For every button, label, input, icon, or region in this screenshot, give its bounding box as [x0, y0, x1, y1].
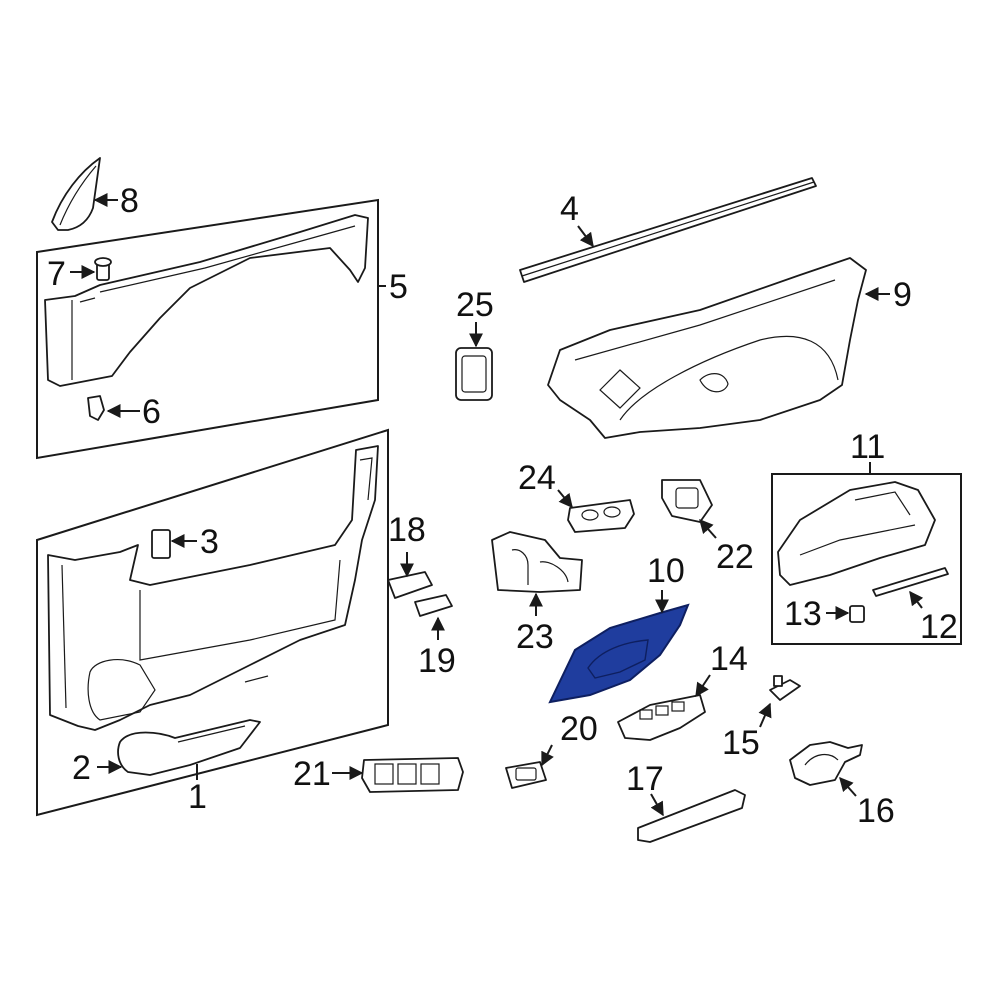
upper-trim-group-box [36, 198, 379, 460]
part-15-bracket[interactable] [769, 675, 801, 701]
part-5-upper-trim-panel[interactable] [44, 214, 369, 387]
part-4-belt-molding[interactable] [519, 177, 817, 283]
callout-15[interactable]: 15 [722, 724, 760, 762]
leader-lines [70, 193, 924, 817]
part-2-armrest[interactable] [117, 719, 261, 776]
callout-22[interactable]: 22 [716, 538, 754, 576]
callout-11[interactable]: 11 [850, 428, 885, 466]
part-11-handle-housing[interactable] [777, 481, 936, 586]
callout-1[interactable]: 1 [188, 778, 207, 816]
part-13-clip[interactable] [849, 605, 865, 623]
callout-20[interactable]: 20 [560, 710, 598, 748]
callout-4[interactable]: 4 [560, 190, 579, 228]
part-7-clip[interactable] [94, 257, 112, 281]
callout-16[interactable]: 16 [857, 792, 895, 830]
part-18-switch[interactable] [387, 571, 433, 599]
callout-25[interactable]: 25 [456, 286, 494, 324]
part-12-trim-strip[interactable] [872, 567, 949, 597]
door-panel-group-box [36, 428, 389, 817]
callout-10[interactable]: 10 [647, 552, 685, 590]
part-14-switch-panel[interactable] [617, 694, 706, 741]
handle-housing-group-box [771, 473, 962, 645]
callout-labels: 8 7 5 6 3 2 1 4 9 25 11 12 13 24 22 23 1… [47, 182, 958, 830]
part-9-door-carrier[interactable] [547, 257, 867, 439]
callout-6[interactable]: 6 [142, 393, 161, 431]
part-16-inner-handle[interactable] [789, 741, 863, 786]
part-10-trim-panel-highlighted[interactable] [548, 603, 690, 704]
part-8-corner-cover[interactable] [51, 157, 101, 231]
callout-19[interactable]: 19 [418, 642, 456, 680]
part-23-seat-switch[interactable] [491, 531, 583, 593]
part-6-bracket[interactable] [87, 395, 105, 421]
callout-24[interactable]: 24 [518, 459, 556, 497]
callout-3[interactable]: 3 [200, 523, 219, 561]
part-24-switch-bezel[interactable] [567, 499, 635, 533]
part-25-switch[interactable] [455, 347, 493, 401]
callout-9[interactable]: 9 [893, 276, 912, 314]
part-17-trim-strip[interactable] [637, 789, 746, 843]
callout-12[interactable]: 12 [920, 608, 958, 646]
callout-14[interactable]: 14 [710, 640, 748, 678]
callout-18[interactable]: 18 [388, 511, 426, 549]
part-22-switch[interactable] [661, 479, 713, 523]
part-1-door-trim-panel[interactable] [47, 445, 379, 731]
part-21-window-switch-panel[interactable] [361, 757, 464, 793]
callout-23[interactable]: 23 [516, 618, 554, 656]
part-3-clip[interactable] [151, 529, 171, 559]
callout-8[interactable]: 8 [120, 182, 139, 220]
callout-5[interactable]: 5 [389, 268, 408, 306]
callout-7[interactable]: 7 [47, 255, 66, 293]
callout-2[interactable]: 2 [72, 749, 91, 787]
callout-21[interactable]: 21 [293, 755, 331, 793]
part-19-switch[interactable] [414, 594, 453, 617]
part-20-switch[interactable] [505, 761, 547, 789]
callout-13[interactable]: 13 [784, 595, 822, 633]
callout-17[interactable]: 17 [626, 760, 664, 798]
